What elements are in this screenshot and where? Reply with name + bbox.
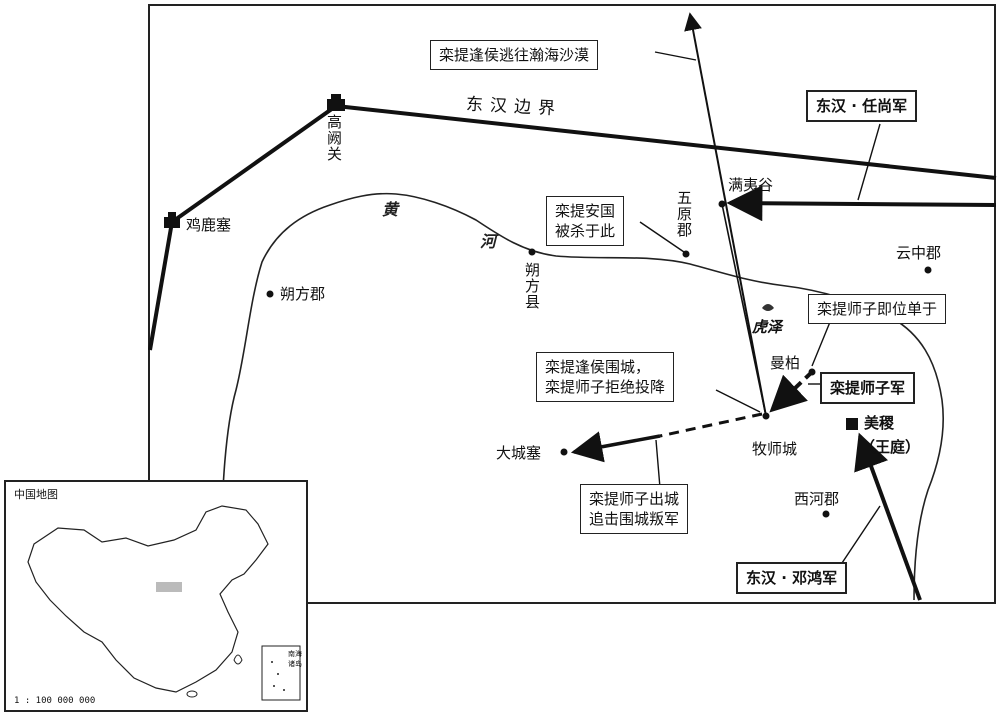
fortress-icon-jilu	[164, 212, 180, 228]
inset-highlight-region	[156, 582, 182, 592]
leader-deng	[839, 505, 881, 567]
callout-killed-line2: 被杀于此	[555, 222, 616, 240]
dot-mushi	[762, 412, 770, 420]
pursuit-dashed	[659, 412, 763, 438]
dot-wuyuan	[682, 250, 690, 258]
leader-pursuit	[655, 439, 661, 489]
place-manyi: 满夷谷	[728, 176, 774, 194]
fortress-icon-gaoque	[327, 94, 345, 111]
army-label-deng: 东汉 · 邓鸿军	[736, 562, 848, 594]
place-shuofang-jun: 朔方郡	[280, 285, 326, 303]
shizi-army-arrow	[769, 370, 814, 413]
place-meiji: 美稷	[864, 414, 895, 432]
inset-china-map: 中国地图 1 : 100 000 000 南海 诸岛	[4, 480, 308, 712]
inset-china-outline	[27, 505, 301, 701]
lake-label: 虎泽	[752, 318, 783, 336]
leader-escape	[654, 51, 697, 61]
callout-pursuit-line1: 栾提师子出城	[589, 490, 680, 508]
callout-killed: 栾提安国 被杀于此	[546, 196, 625, 246]
callout-escape: 栾提逢侯逃往瀚海沙漠	[430, 40, 599, 70]
inset-scale: 1 : 100 000 000	[14, 696, 96, 706]
yellow-river-outline	[217, 192, 945, 601]
dot-manyi	[718, 200, 726, 208]
dot-shuofang-jun	[266, 290, 274, 298]
callout-pursuit-line2: 追击围城叛军	[589, 510, 680, 528]
leader-ren	[857, 123, 881, 201]
dot-yunzhong	[924, 266, 932, 274]
place-shuofang-xian: 朔方县	[523, 262, 541, 310]
deng-army-arrow	[854, 432, 922, 601]
place-jilu: 鸡鹿塞	[186, 216, 232, 234]
dot-manbai	[808, 368, 816, 376]
callout-siege-line2: 栾提师子拒绝投降	[545, 378, 666, 396]
capital-icon-meiji	[846, 418, 858, 430]
place-wangting: （王庭）	[860, 438, 921, 456]
army-label-ren: 东汉 · 任尚军	[806, 90, 918, 122]
callout-siege: 栾提逢侯围城， 栾提师子拒绝投降	[536, 352, 675, 402]
han-border-line	[148, 103, 997, 351]
callout-siege-line1: 栾提逢侯围城，	[545, 358, 651, 376]
place-yunzhong: 云中郡	[896, 244, 942, 262]
army-label-shizi: 栾提师子军	[820, 372, 916, 404]
escape-route-arrow	[684, 12, 767, 417]
leader-siege	[715, 389, 761, 413]
leader-killed	[639, 221, 685, 253]
river-label-he: 河	[480, 232, 497, 251]
callout-killed-line1: 栾提安国	[555, 202, 616, 220]
place-xihe: 西河郡	[794, 490, 840, 508]
place-manbai: 曼柏	[770, 354, 801, 372]
han-border-label: 东汉边界	[465, 94, 563, 120]
place-dacheng: 大城塞	[496, 444, 542, 462]
lake-icon	[762, 304, 774, 311]
place-gaoque: 高阙关	[325, 114, 343, 162]
dot-shuofang-xian	[528, 248, 536, 256]
place-wuyuan: 五原郡	[675, 190, 693, 238]
callout-pursuit: 栾提师子出城 追击围城叛军	[580, 484, 689, 534]
pursuit-arrow	[570, 431, 661, 463]
inset-islands-label-1: 南海	[288, 650, 302, 658]
inset-title: 中国地图	[14, 488, 58, 501]
callout-enthroned: 栾提师子即位单于	[808, 294, 947, 324]
dot-dacheng	[560, 448, 568, 456]
river-label-huang: 黄	[382, 200, 399, 219]
leader-enthroned	[811, 321, 831, 367]
dot-xihe	[822, 510, 830, 518]
place-mushi: 牧师城	[752, 440, 798, 458]
inset-islands-label-2: 诸岛	[288, 660, 302, 668]
route-to-manyi	[721, 203, 767, 417]
ren-army-arrow	[726, 185, 997, 222]
